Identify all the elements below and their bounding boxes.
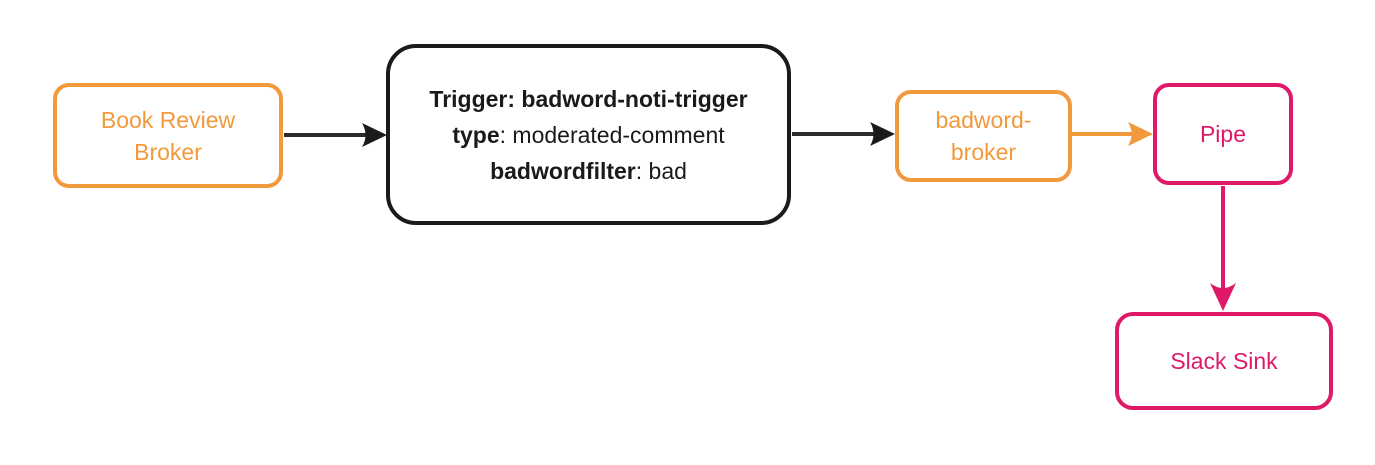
edge-broker-to-trigger-arrow bbox=[284, 123, 387, 147]
trigger-line-name: Trigger: badword-noti-trigger bbox=[429, 81, 747, 117]
node-book-review-broker: Book Review Broker bbox=[53, 83, 283, 188]
trigger-name-text: Trigger: badword-noti-trigger bbox=[429, 85, 748, 112]
trigger-line-type: type: moderated-comment bbox=[452, 117, 724, 153]
node-pipe-label: Pipe bbox=[1199, 121, 1247, 147]
edge-badword-broker-to-pipe-arrow bbox=[1072, 122, 1153, 146]
trigger-type-value: : moderated-comment bbox=[499, 121, 725, 148]
trigger-filter-key: badwordfilter bbox=[490, 157, 636, 184]
node-book-review-broker-label: Book Review Broker bbox=[100, 106, 236, 165]
node-slack-sink-label: Slack Sink bbox=[1170, 348, 1278, 374]
trigger-type-key: type bbox=[452, 121, 500, 148]
node-badword-broker-label: badword-broker bbox=[935, 107, 1032, 165]
trigger-line-filter: badwordfilter: bad bbox=[490, 153, 687, 189]
node-trigger: Trigger: badword-noti-trigger type: mode… bbox=[386, 44, 791, 225]
node-slack-sink: Slack Sink bbox=[1115, 312, 1333, 410]
node-badword-broker: badword-broker bbox=[895, 90, 1072, 182]
edge-pipe-to-slack-sink-arrow bbox=[1210, 186, 1236, 311]
edge-trigger-to-badword-broker-arrow bbox=[792, 122, 895, 146]
trigger-filter-value: : bad bbox=[635, 157, 687, 184]
node-pipe: Pipe bbox=[1153, 83, 1293, 185]
